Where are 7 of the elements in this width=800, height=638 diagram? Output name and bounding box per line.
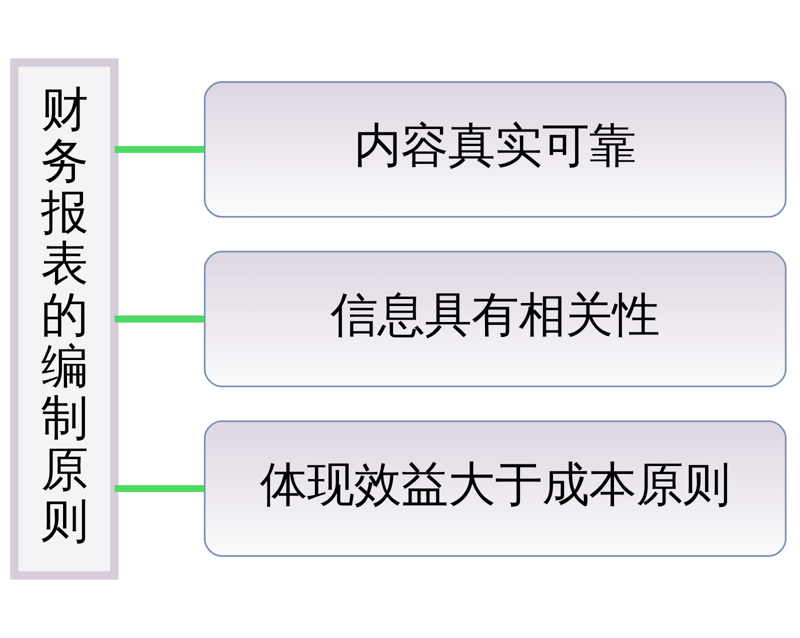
connector [114, 316, 204, 322]
connector [114, 146, 204, 153]
node-box: 内容真实可靠 [204, 81, 787, 218]
node-box: 信息具有相关性 [204, 250, 787, 388]
connector [114, 485, 204, 492]
node-box: 财务报表的编制原则 [10, 58, 119, 580]
node-box: 体现效益大于成本原则 [204, 420, 787, 557]
